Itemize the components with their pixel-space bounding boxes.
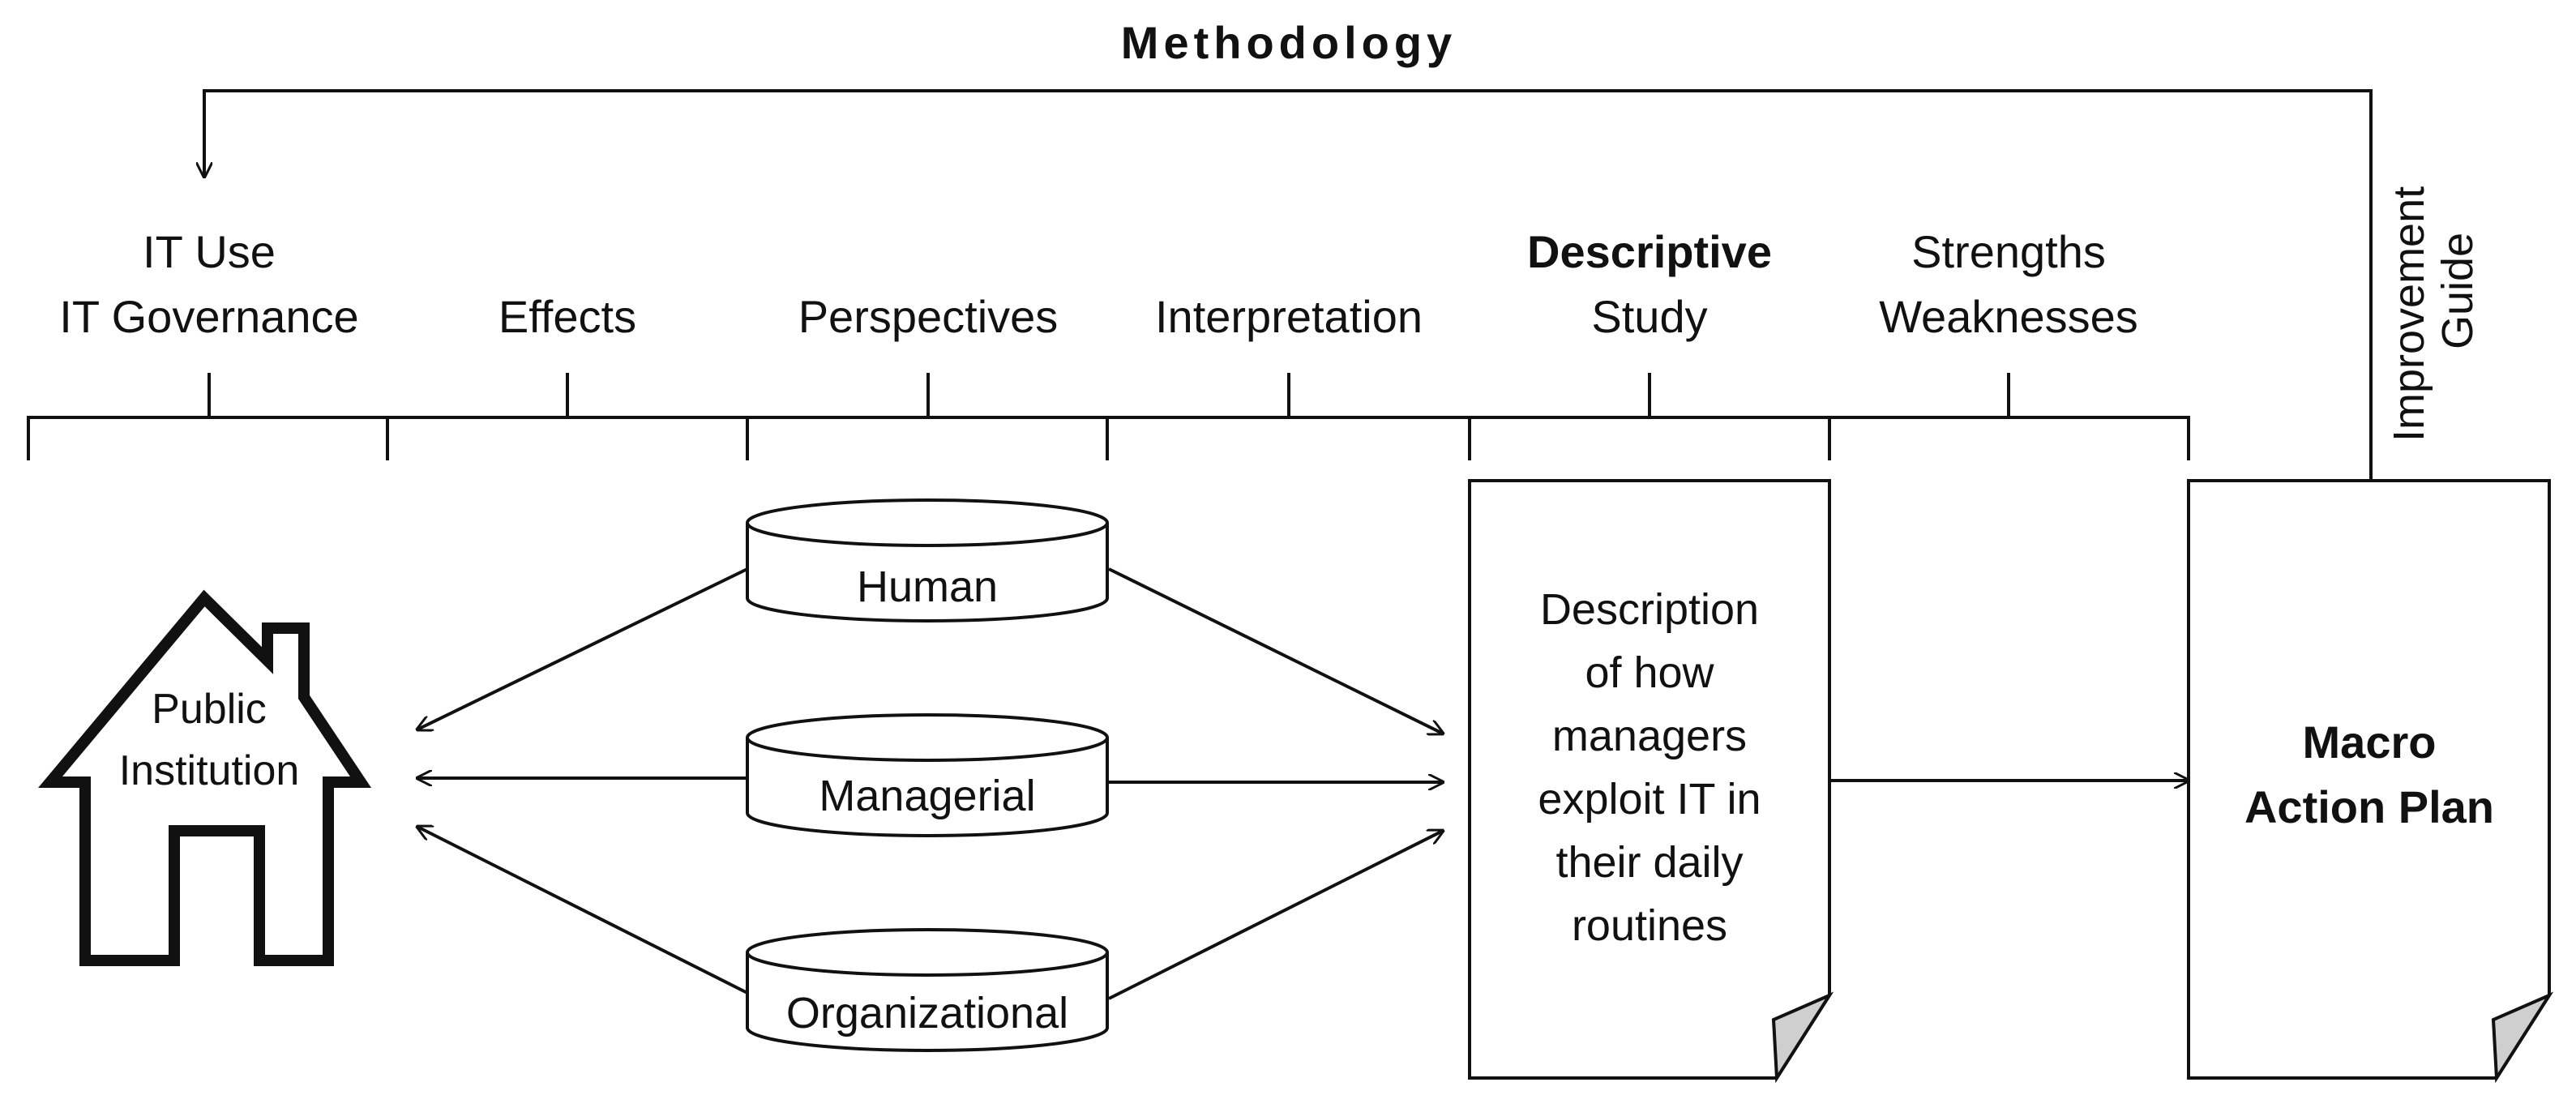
improvement-guide-line1: Improvement: [2385, 186, 2433, 442]
description-line-6: routines: [1572, 901, 1727, 950]
phase-3-label: Perspectives: [798, 291, 1059, 342]
action-plan-line2: Action Plan: [2244, 781, 2494, 832]
phase-1-line2: IT Governance: [59, 291, 358, 342]
cylinder-organizational: Organizational: [746, 928, 1109, 1052]
cylinder-managerial: Managerial: [746, 713, 1109, 837]
action-plan-document: Macro Action Plan: [2187, 479, 2554, 1084]
institution-line2: Institution: [119, 747, 300, 794]
arrow-human-to-institution: [417, 567, 748, 729]
phase-5-line2: Study: [1591, 291, 1707, 342]
phase-6-line1: Strengths: [1911, 226, 2106, 277]
diagram-title: Methodology: [1121, 17, 1457, 68]
perspective-human-label: Human: [857, 563, 998, 611]
perspective-managerial-label: Managerial: [819, 772, 1035, 820]
house-icon: [38, 589, 372, 966]
phase-4-label: Interpretation: [1155, 291, 1423, 342]
brace-phase-4: [1106, 373, 1471, 460]
arrow-human-to-description: [1108, 567, 1443, 734]
institution-line1: Public: [152, 686, 267, 733]
brace-phase-1: [27, 373, 389, 460]
phase-5-line1: Descriptive: [1527, 226, 1772, 277]
perspective-organizational-label: Organizational: [786, 989, 1068, 1037]
brace-phase-6: [1828, 373, 2190, 460]
description-line-3: managers: [1552, 712, 1747, 760]
improvement-guide-line2: Guide: [2433, 233, 2482, 349]
brace-phase-5: [1468, 373, 1831, 460]
brace-phase-2: [386, 373, 749, 460]
description-line-4: exploit IT in: [1538, 775, 1761, 824]
phase-6-line2: Weaknesses: [1879, 291, 2138, 342]
description-line-1: Description: [1540, 585, 1759, 634]
improvement-guide-label: Improvement Guide: [2385, 186, 2482, 442]
description-line-2: of how: [1585, 648, 1714, 697]
arrow-organizational-to-institution: [417, 827, 748, 995]
action-plan-line1: Macro: [2303, 717, 2437, 768]
description-document: Description of how managers exploit IT i…: [1468, 479, 1834, 1084]
description-line-5: their daily: [1555, 838, 1743, 887]
phase-2-label: Effects: [499, 291, 636, 342]
phase-1-line1: IT Use: [143, 226, 276, 277]
cylinder-human: Human: [746, 498, 1109, 622]
feedback-loop-arrow: [204, 89, 2373, 485]
brace-phase-3: [746, 373, 1109, 460]
arrow-organizational-to-description: [1108, 831, 1443, 1000]
